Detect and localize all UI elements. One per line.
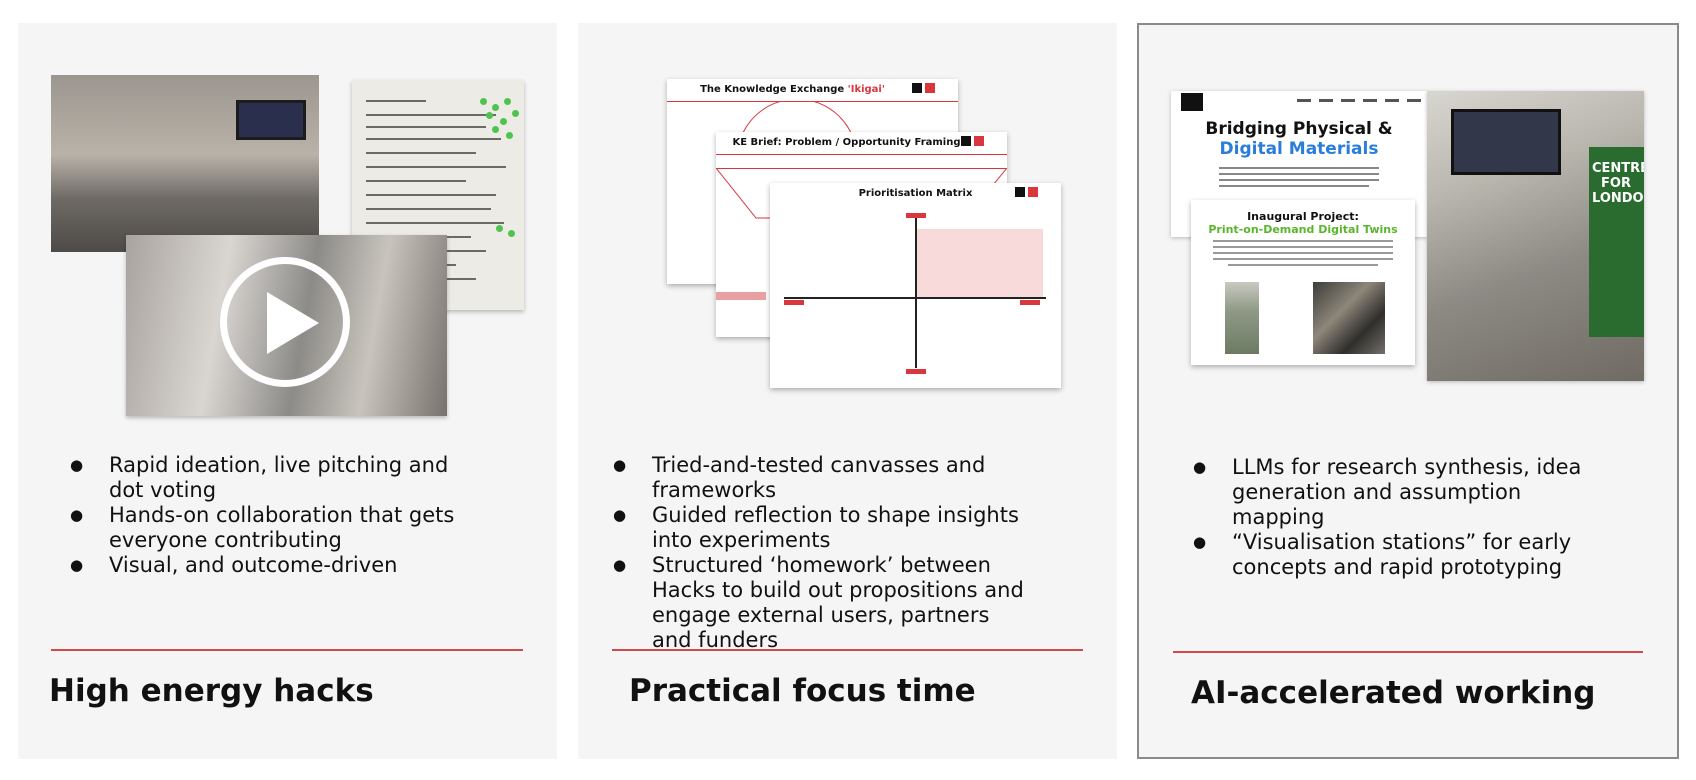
bullet-item: Tried-and-tested canvasses and framework… (613, 453, 1033, 503)
bullet-item: Structured ‘homework’ between Hacks to b… (613, 553, 1033, 653)
presentation-screen (236, 100, 306, 140)
printer-photo (1313, 282, 1385, 354)
banner (1589, 147, 1644, 337)
dress-photo (1225, 282, 1259, 354)
banner-text: CENTRE FOR LONDON (1592, 161, 1644, 206)
bullet-item: “Visualisation stations” for early conce… (1193, 530, 1593, 580)
bullet-item: Hands-on collaboration that gets everyon… (70, 503, 460, 553)
panel-title: High energy hacks (49, 673, 374, 709)
panel-title: AI-accelerated working (1191, 675, 1596, 711)
workshop-room-photo (51, 75, 319, 252)
bullet-item: LLMs for research synthesis, idea genera… (1193, 455, 1593, 530)
tv-screen (1451, 109, 1561, 175)
play-icon[interactable] (220, 257, 350, 387)
canvas-title: Prioritisation Matrix (858, 188, 973, 199)
canvas-title: The Knowledge Exchange 'Ikigai' (700, 84, 885, 95)
panel-high-energy-hacks: Rapid ideation, live pitching and dot vo… (18, 23, 557, 759)
site-nav (1297, 99, 1421, 102)
site-logo (1181, 93, 1203, 111)
panel-practical-focus-time: The Knowledge Exchange 'Ikigai' KE Brief… (578, 23, 1117, 759)
website-heading-line1: Bridging Physical & (1205, 119, 1393, 139)
panel-ai-accelerated-working: Bridging Physical & Digital Materials In… (1137, 23, 1679, 759)
studio-logo (1015, 187, 1053, 201)
divider (612, 649, 1083, 651)
bullet-item: Visual, and outcome-driven (70, 553, 460, 578)
bullet-item: Rapid ideation, live pitching and dot vo… (70, 453, 460, 503)
bullet-item: Guided reflection to shape insights into… (613, 503, 1033, 553)
meeting-photo: CENTRE FOR LONDON (1427, 91, 1644, 381)
panel-title: Practical focus time (629, 673, 976, 709)
divider (51, 649, 523, 651)
project-card: Inaugural Project: Print-on-Demand Digit… (1191, 200, 1415, 365)
divider (1173, 651, 1643, 653)
canvas-title: KE Brief: Problem / Opportunity Framing (732, 137, 961, 148)
video-thumbnail[interactable] (126, 235, 447, 416)
website-heading-line2: Digital Materials (1219, 139, 1379, 159)
project-heading-line2: Print-on-Demand Digital Twins (1208, 223, 1398, 236)
bullet-list: Rapid ideation, live pitching and dot vo… (70, 453, 460, 578)
prioritisation-matrix-canvas: Prioritisation Matrix (770, 183, 1061, 388)
project-heading-line1: Inaugural Project: (1247, 210, 1359, 223)
bullet-list: LLMs for research synthesis, idea genera… (1193, 455, 1593, 580)
bullet-list: Tried-and-tested canvasses and framework… (613, 453, 1033, 653)
studio-logo (961, 136, 999, 150)
studio-logo (912, 83, 950, 97)
